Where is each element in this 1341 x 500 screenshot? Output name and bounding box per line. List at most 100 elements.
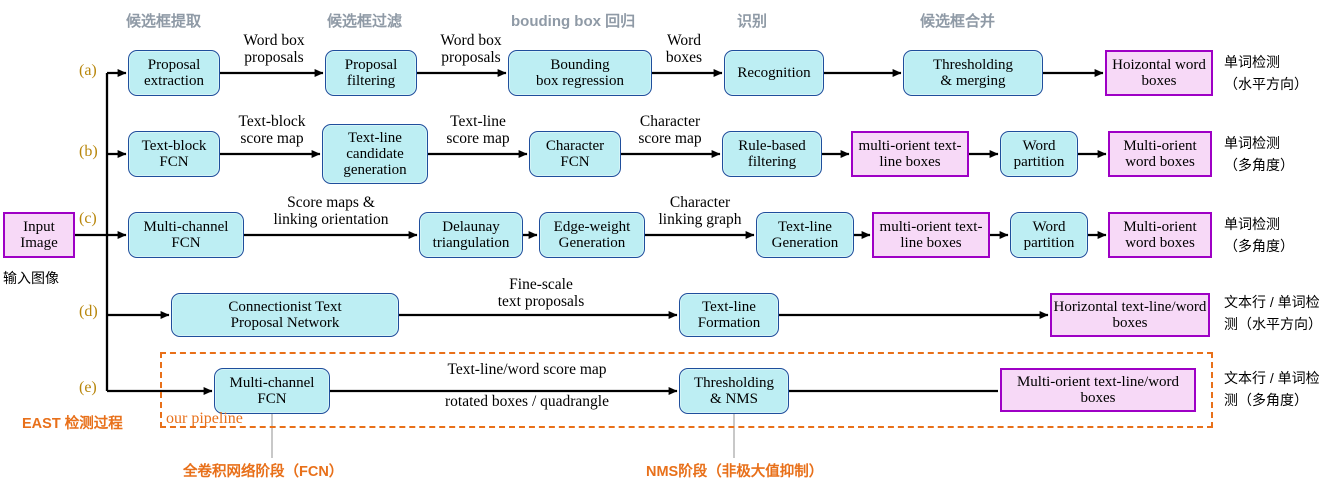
result-line1: Multi-orient bbox=[1123, 137, 1197, 154]
node-line1: Multi-channel bbox=[229, 374, 315, 391]
result-line1: multi-orient bbox=[879, 218, 952, 235]
node-line1: Rule-based bbox=[738, 137, 806, 154]
result-line2: word boxes bbox=[1125, 235, 1195, 251]
node-line2: candidate generation bbox=[343, 145, 407, 179]
node-text-line-candidate-generation[interactable]: Text-line candidate generation bbox=[322, 124, 428, 184]
result-multi-orient-word-boxes-c: Multi-orient word boxes bbox=[1108, 212, 1212, 258]
node-multi-channel-fcn-c[interactable]: Multi-channel FCN bbox=[128, 212, 244, 258]
result-horizontal-text-line-word-boxes: Horizontal text-line/word boxes bbox=[1050, 293, 1210, 337]
node-line1: Thresholding bbox=[694, 374, 774, 391]
stage-heading-recognition: 识别 bbox=[737, 13, 768, 30]
node-line2: FCN bbox=[560, 154, 590, 170]
result-line1: Horizontal bbox=[1053, 298, 1118, 315]
node-multi-channel-fcn-e[interactable]: Multi-channel FCN bbox=[214, 368, 330, 414]
node-line1: Edge-weight bbox=[553, 218, 631, 235]
edge-label-a-2: Word box proposals bbox=[440, 32, 502, 66]
node-word-partition-b[interactable]: Word partition bbox=[1000, 131, 1078, 177]
row-note-b: 单词检测 （多角度） bbox=[1224, 135, 1294, 173]
edge-label-b-1: Text-block score map bbox=[238, 113, 306, 147]
node-line2: filtering bbox=[346, 73, 396, 89]
result-line2: text-line boxes bbox=[879, 137, 962, 171]
input-image-line2: Image bbox=[20, 235, 58, 251]
node-line1: Word bbox=[1032, 218, 1066, 235]
result-multi-orient-text-line-word-boxes: Multi-orient text-line/word boxes bbox=[1000, 368, 1196, 412]
result-multi-orient-text-line-boxes-b: multi-orient text-line boxes bbox=[851, 131, 969, 177]
row-label-b: (b) bbox=[79, 143, 98, 160]
node-line2: partition bbox=[1023, 235, 1075, 251]
node-line2: extraction bbox=[144, 73, 204, 89]
row-label-e: (e) bbox=[79, 379, 97, 396]
result-line2: text-line/word boxes bbox=[1112, 298, 1207, 332]
node-connectionist-text-proposal-network[interactable]: Connectionist Text Proposal Network bbox=[171, 293, 399, 337]
node-text-line-generation[interactable]: Text-line Generation bbox=[756, 212, 854, 258]
row-label-d: (d) bbox=[79, 303, 98, 320]
node-line2: & NMS bbox=[710, 391, 758, 407]
node-line1: Word bbox=[1022, 137, 1056, 154]
edge-label-e-1: Text-line/word score map bbox=[447, 361, 607, 378]
node-line1: Proposal bbox=[344, 56, 398, 73]
result-line2: word boxes bbox=[1141, 56, 1206, 90]
node-bounding-box-regression[interactable]: Bounding box regression bbox=[508, 50, 652, 96]
node-thresholding-nms[interactable]: Thresholding & NMS bbox=[679, 368, 789, 414]
stage-heading-proposal-filtering: 候选框过滤 bbox=[327, 13, 403, 30]
node-text-line-formation[interactable]: Text-line Formation bbox=[679, 293, 779, 337]
node-line1: Bounding bbox=[550, 56, 610, 73]
stage-heading-bounding-box-regression: bouding box 回归 bbox=[511, 13, 636, 30]
row-note-c: 单词检测 （多角度） bbox=[1224, 216, 1294, 254]
result-line1: multi-orient bbox=[858, 137, 931, 154]
node-thresholding-merging[interactable]: Thresholding & merging bbox=[903, 50, 1043, 96]
result-line1: Hoizontal bbox=[1112, 56, 1172, 73]
result-line2: text-line boxes bbox=[900, 218, 983, 252]
node-proposal-extraction[interactable]: Proposal extraction bbox=[128, 50, 220, 96]
node-rule-based-filtering[interactable]: Rule-based filtering bbox=[722, 131, 822, 177]
node-word-partition-c[interactable]: Word partition bbox=[1010, 212, 1088, 258]
stage-heading-merging: 候选框合并 bbox=[920, 13, 996, 30]
node-line1: Delaunay bbox=[442, 218, 500, 235]
node-line2: partition bbox=[1013, 154, 1065, 170]
node-text-block-fcn[interactable]: Text-block FCN bbox=[128, 131, 220, 177]
edge-label-c-2: Character linking graph bbox=[658, 194, 742, 228]
row-note-d: 文本行 / 单词检 测（水平方向） bbox=[1224, 294, 1322, 332]
edge-label-b-3: Character score map bbox=[638, 113, 702, 147]
node-line1: Thresholding bbox=[933, 56, 1013, 73]
node-line2: Generation bbox=[558, 235, 626, 251]
node-line1: Text-line bbox=[702, 298, 756, 315]
node-line1: Connectionist Text bbox=[228, 298, 342, 315]
node-line2: FCN bbox=[171, 235, 201, 251]
node-delaunay-triangulation[interactable]: Delaunay triangulation bbox=[419, 212, 523, 258]
result-line1: Multi-orient bbox=[1123, 218, 1197, 235]
stage-heading-proposal-extraction: 候选框提取 bbox=[126, 13, 202, 30]
edge-label-a-3: Word boxes bbox=[665, 32, 703, 66]
node-proposal-filtering[interactable]: Proposal filtering bbox=[325, 50, 417, 96]
result-multi-orient-text-line-boxes-c: multi-orient text-line boxes bbox=[872, 212, 990, 258]
node-line2: Proposal Network bbox=[230, 315, 340, 331]
row-note-e: 文本行 / 单词检 测（多角度） bbox=[1224, 370, 1320, 408]
edge-label-c-1: Score maps & linking orientation bbox=[273, 194, 389, 228]
node-line2: & merging bbox=[940, 73, 1006, 89]
node-line2: Formation bbox=[697, 315, 761, 331]
input-image-box: Input Image bbox=[3, 212, 75, 258]
row-label-c: (c) bbox=[79, 210, 97, 227]
node-line2: box regression bbox=[536, 73, 624, 89]
edge-label-a-1: Word box proposals bbox=[243, 32, 305, 66]
fcn-stage-label: 全卷积网络阶段（FCN） bbox=[183, 464, 344, 480]
row-note-a: 单词检测 （水平方向） bbox=[1224, 54, 1308, 92]
input-image-line1: Input bbox=[23, 218, 55, 235]
node-character-fcn[interactable]: Character FCN bbox=[529, 131, 621, 177]
result-horizontal-word-boxes: Hoizontal word boxes bbox=[1105, 50, 1213, 96]
node-line2: Generation bbox=[771, 235, 839, 251]
node-line2: FCN bbox=[257, 391, 287, 407]
node-line1: Text-line bbox=[778, 218, 832, 235]
row-label-a: (a) bbox=[79, 62, 97, 79]
node-recognition[interactable]: Recognition bbox=[724, 50, 824, 96]
our-pipeline-label: our pipeline bbox=[166, 410, 243, 427]
node-line2: filtering bbox=[747, 154, 797, 170]
result-line2: text-line/word boxes bbox=[1080, 373, 1180, 407]
node-edge-weight-generation[interactable]: Edge-weight Generation bbox=[539, 212, 645, 258]
edge-label-e-2: rotated boxes / quadrangle bbox=[445, 393, 609, 410]
edge-label-b-2: Text-line score map bbox=[446, 113, 510, 147]
edge-label-d-1: Fine-scale text proposals bbox=[497, 276, 585, 310]
node-line1: Character bbox=[545, 137, 605, 154]
